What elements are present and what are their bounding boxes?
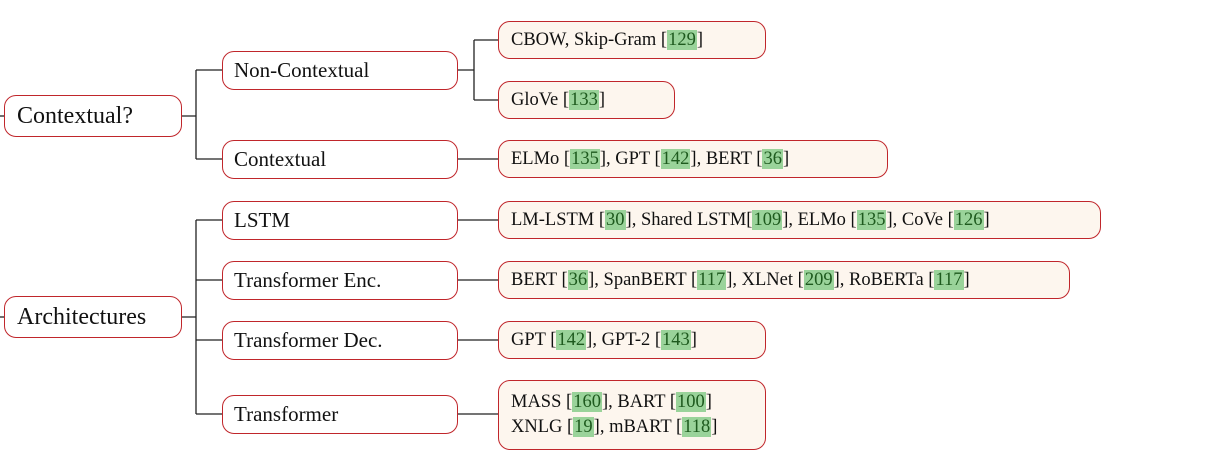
leaf-node: GloVe [133] — [498, 81, 675, 119]
citation-ref[interactable]: 143 — [661, 329, 691, 350]
node-label: Non-Contextual — [234, 58, 370, 82]
leaf-text: CBOW, Skip-Gram [ — [511, 29, 668, 50]
leaf-line: CBOW, Skip-Gram [129] — [511, 29, 703, 51]
connector-noncontextual — [458, 39, 498, 101]
node-transformer: Transformer — [222, 395, 458, 434]
citation-ref[interactable]: 129 — [667, 29, 697, 50]
node-label: Transformer — [234, 402, 339, 426]
leaf-text: ], CoVe [ — [886, 209, 954, 230]
leaf-line: XNLG [19], mBART [118] — [511, 417, 717, 438]
leaf-text: ], BERT [ — [690, 148, 763, 169]
leaf-text: GloVe [ — [511, 89, 570, 110]
leaf-line: ELMo [135], GPT [142], BERT [36] — [511, 148, 790, 170]
leaf-text: XNLG [ — [511, 417, 574, 437]
leaf-text: ] — [690, 329, 697, 350]
leaf-text: ] — [983, 209, 990, 230]
leaf-text: ELMo [ — [511, 148, 571, 169]
leaf-line: MASS [160], BART [100] — [511, 392, 712, 413]
leaf-line: GPT [142], GPT-2 [143] — [511, 329, 697, 351]
leaf-line: GloVe [133] — [511, 89, 605, 111]
citation-ref[interactable]: 36 — [762, 148, 783, 169]
citation-ref[interactable]: 135 — [570, 148, 600, 169]
leaf-node: LM-LSTM [30], Shared LSTM[109], ELMo [13… — [498, 201, 1101, 239]
citation-ref[interactable]: 142 — [556, 329, 587, 350]
leaf-node: CBOW, Skip-Gram [129] — [498, 21, 766, 59]
root-node-architectures: Architectures — [4, 296, 182, 338]
node-label: Contextual — [234, 147, 327, 171]
node-transformer-enc: Transformer Enc. — [222, 261, 458, 300]
node-label: Transformer Dec. — [234, 328, 383, 352]
leaf-text: ] — [696, 29, 703, 50]
citation-ref[interactable]: 100 — [676, 392, 706, 412]
root-node-contextual: Contextual? — [4, 95, 182, 137]
leaf-text: ], SpanBERT [ — [588, 269, 698, 290]
citation-ref[interactable]: 135 — [856, 209, 887, 230]
leaf-text: ] — [598, 89, 605, 110]
citation-ref[interactable]: 30 — [605, 209, 626, 230]
leaf-text: GPT [ — [511, 329, 557, 350]
leaf-line: LM-LSTM [30], Shared LSTM[109], ELMo [13… — [511, 209, 990, 231]
node-label: Transformer Enc. — [234, 268, 382, 292]
leaf-line: BERT [36], SpanBERT [117], XLNet [209], … — [511, 269, 970, 291]
citation-ref[interactable]: 160 — [572, 392, 602, 412]
citation-ref[interactable]: 133 — [569, 89, 599, 110]
leaf-text: ], Shared LSTM[ — [625, 209, 753, 230]
leaf-text: MASS [ — [511, 392, 573, 412]
citation-ref[interactable]: 118 — [682, 417, 712, 437]
root-label: Contextual? — [17, 102, 133, 129]
leaf-text: ], RoBERTa [ — [833, 269, 935, 290]
leaf-text: ] — [782, 148, 790, 169]
root-label: Architectures — [17, 303, 147, 330]
leaf-text: ], mBART [ — [593, 417, 683, 437]
leaf-node: ELMo [135], GPT [142], BERT [36] — [498, 140, 888, 178]
connector-architectures-root — [182, 219, 222, 415]
leaf-text: ], BART [ — [601, 392, 677, 412]
leaf-text: ], GPT-2 [ — [586, 329, 662, 350]
citation-ref[interactable]: 109 — [752, 209, 783, 230]
node-lstm: LSTM — [222, 201, 458, 240]
citation-ref[interactable]: 126 — [953, 209, 984, 230]
leaf-text: ] — [711, 417, 718, 437]
node-non-contextual: Non-Contextual — [222, 51, 458, 90]
leaf-text: ], XLNet [ — [726, 269, 804, 290]
leaf-node: BERT [36], SpanBERT [117], XLNet [209], … — [498, 261, 1070, 299]
leaf-text: ] — [963, 269, 970, 290]
leaf-text: LM-LSTM [ — [511, 209, 606, 230]
connector-contextual-root — [182, 69, 222, 160]
citation-ref[interactable]: 19 — [573, 417, 594, 437]
node-contextual: Contextual — [222, 140, 458, 179]
node-transformer-dec: Transformer Dec. — [222, 321, 458, 360]
node-label: LSTM — [234, 208, 291, 232]
citation-ref[interactable]: 209 — [803, 269, 834, 290]
citation-ref[interactable]: 117 — [934, 269, 964, 290]
citation-ref[interactable]: 142 — [660, 148, 691, 169]
leaf-node: MASS [160], BART [100]XNLG [19], mBART [… — [498, 380, 766, 450]
citation-ref[interactable]: 117 — [697, 269, 727, 290]
citation-ref[interactable]: 36 — [567, 269, 589, 290]
leaf-text: ] — [705, 392, 712, 412]
leaf-text: BERT [ — [511, 269, 568, 290]
leaf-text: ], ELMo [ — [782, 209, 857, 230]
leaf-node: GPT [142], GPT-2 [143] — [498, 321, 766, 359]
leaf-text: ], GPT [ — [599, 148, 661, 169]
